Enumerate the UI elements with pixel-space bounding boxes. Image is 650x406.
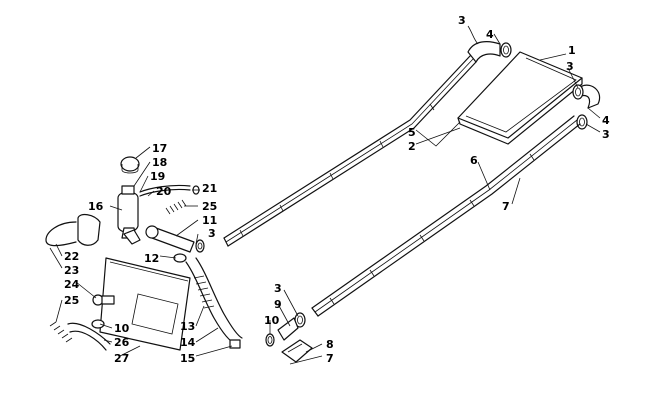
lower-left-fitting	[92, 294, 115, 306]
lower-end-clamp-small	[265, 333, 275, 347]
callout-15: 15	[180, 352, 195, 365]
callout-20: 20	[156, 185, 172, 198]
callout-19: 19	[150, 170, 165, 183]
callout-3: 3	[458, 14, 466, 27]
coolant-bottle	[117, 185, 139, 239]
coolant-bottle-cap	[120, 156, 140, 174]
callout-27: 27	[114, 352, 129, 365]
callout-3: 3	[274, 282, 282, 295]
callout-17: 17	[152, 142, 167, 155]
lower-heat-exchanger-tube	[311, 115, 581, 317]
callout-21: 21	[202, 182, 217, 195]
lower-end-coupler	[277, 317, 299, 341]
callout-25: 25	[64, 294, 79, 307]
callout-6: 6	[470, 154, 478, 167]
callout-5: 5	[408, 126, 416, 139]
callout-10: 10	[264, 314, 280, 327]
hose-spring	[193, 275, 215, 309]
callout-18: 18	[152, 156, 167, 169]
callout-25: 25	[202, 200, 217, 213]
bottle-outlet-hose	[123, 229, 141, 245]
lower-left-spring	[49, 321, 73, 343]
vent-hose	[139, 184, 191, 197]
tube-bracket	[281, 339, 313, 363]
callout-4: 4	[486, 28, 494, 41]
callout-3: 3	[566, 60, 574, 73]
callout-2: 2	[408, 140, 416, 153]
coolant-bottle-clip	[77, 213, 101, 246]
callout-14: 14	[180, 336, 196, 349]
callout-13: 13	[180, 320, 195, 333]
connector-clamp	[195, 239, 205, 253]
upper-end-hose	[467, 41, 501, 63]
callout-11: 11	[202, 214, 217, 227]
callout-3: 3	[602, 128, 610, 141]
upper-end-clamp	[500, 42, 512, 58]
callout-23: 23	[64, 264, 79, 277]
heat-exchanger-plate	[457, 51, 583, 145]
callout-9: 9	[274, 298, 282, 311]
callout-16: 16	[88, 200, 104, 213]
callout-4: 4	[602, 114, 610, 127]
callout-7: 7	[502, 200, 510, 213]
lower-left-clamp	[91, 319, 105, 329]
coolant-spring-upper	[165, 199, 187, 215]
upper-heat-exchanger-tube	[223, 55, 477, 247]
mounting-plate	[99, 257, 191, 351]
retaining-strap	[45, 221, 77, 247]
right-clamp-upper	[572, 84, 584, 100]
callout-3: 3	[208, 227, 216, 240]
callout-26: 26	[114, 336, 130, 349]
callout-7: 7	[326, 352, 334, 365]
right-clamp-lower	[576, 114, 588, 130]
leader-lines	[49, 25, 601, 365]
callout-24: 24	[64, 278, 80, 291]
hose-plug	[229, 339, 241, 349]
callout-8: 8	[326, 338, 334, 351]
tee-fitting	[145, 225, 159, 239]
callout-12: 12	[144, 252, 159, 265]
lower-end-clamp	[294, 312, 306, 328]
callout-labels: 1 2 3 3 3 3 3 4 4 5 6 7 7 8 9 10 10 11 1…	[64, 14, 610, 365]
callout-22: 22	[64, 250, 79, 263]
callout-1: 1	[568, 44, 576, 57]
callout-10: 10	[114, 322, 130, 335]
lower-left-hose	[67, 322, 111, 351]
